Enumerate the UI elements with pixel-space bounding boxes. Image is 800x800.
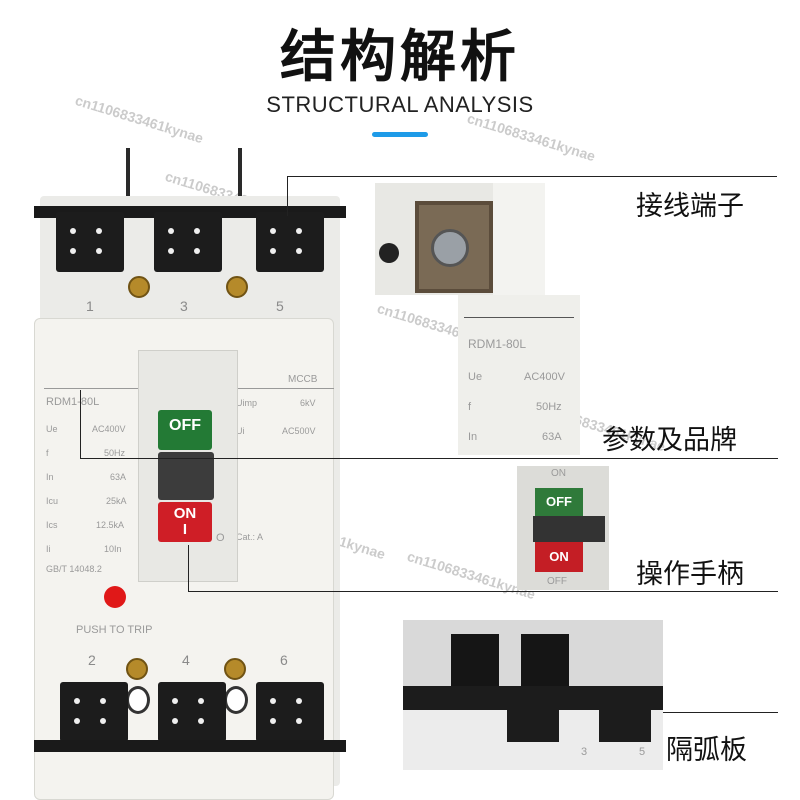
terminal-number: 5 xyxy=(276,298,284,314)
bottom-terminal-4 xyxy=(158,682,226,742)
top-wire xyxy=(238,148,242,218)
detail-handle-photo: ON OFF ON OFF xyxy=(517,466,609,590)
on-mark: I xyxy=(182,521,188,538)
push-to-trip-label: PUSH TO TRIP xyxy=(76,624,153,636)
callout-line xyxy=(188,545,189,591)
plate-key: f xyxy=(46,448,49,458)
page-subtitle: STRUCTURAL ANALYSIS xyxy=(266,92,534,117)
plate-key: Ue xyxy=(46,424,58,434)
detail-plate-key: Ue xyxy=(468,371,483,383)
page-title: 结构解析 xyxy=(280,25,520,90)
callout-line xyxy=(188,591,778,592)
detail-arc-barrier-photo: 3 5 xyxy=(403,620,663,770)
detail-terminal-photo xyxy=(375,183,545,295)
plate-value: 25kA xyxy=(106,496,127,506)
operating-handle[interactable] xyxy=(158,452,214,500)
screw-icon xyxy=(128,276,150,298)
screw-icon xyxy=(126,658,148,680)
plate-standard: GB/T 14048.2 xyxy=(46,564,102,574)
detail-plate-value: AC400V xyxy=(524,371,565,383)
terminal-number: 4 xyxy=(182,652,190,668)
terminal-number: 1 xyxy=(86,298,94,314)
top-terminal-3 xyxy=(154,212,222,272)
plate-value: 12.5kA xyxy=(96,520,125,530)
detail-handle-lever xyxy=(533,516,605,542)
circuit-breaker: 1 3 5 MCCB RDM1-80L Ue AC400V f 50Hz In … xyxy=(30,148,350,800)
plate-value: 63A xyxy=(110,472,127,482)
plate-key: Uimp xyxy=(236,398,258,408)
on-text: ON xyxy=(173,505,197,522)
plate-category: Cat.: A xyxy=(236,532,264,542)
plate-value: 50Hz xyxy=(104,448,126,458)
detail-handle-top: ON xyxy=(551,468,566,479)
terminal-number: 3 xyxy=(180,298,188,314)
watermark: cn1106833461kynae xyxy=(465,110,598,165)
detail-plate-key: In xyxy=(468,431,478,443)
callout-terminals: 接线端子 xyxy=(636,191,744,222)
top-wire xyxy=(126,148,130,218)
plate-key: Ics xyxy=(46,520,58,530)
screw-hole xyxy=(224,686,248,714)
plate-key: In xyxy=(46,472,54,482)
callout-line xyxy=(287,176,777,177)
top-terminal-5 xyxy=(256,212,324,272)
push-to-trip-button[interactable] xyxy=(104,586,126,608)
terminal-number: 2 xyxy=(88,652,96,668)
plate-value: 10In xyxy=(104,544,122,554)
terminal-number: 6 xyxy=(280,652,288,668)
detail-handle-on: ON xyxy=(535,542,583,572)
handle-off-label: OFF xyxy=(158,410,212,450)
plate-value: 6kV xyxy=(300,398,316,408)
screw-icon xyxy=(224,658,246,680)
bottom-terminal-bar xyxy=(34,740,346,752)
accent-bar xyxy=(372,132,428,137)
detail-arc-number: 5 xyxy=(639,746,646,758)
detail-arc-number: 3 xyxy=(581,746,588,758)
screw-icon xyxy=(226,276,248,298)
callout-line xyxy=(80,458,778,459)
callout-line xyxy=(80,390,81,458)
detail-plate-model: RDM1-80L xyxy=(468,337,527,351)
plate-key: Ii xyxy=(46,544,51,554)
plate-value: AC500V xyxy=(282,426,316,436)
top-terminal-1 xyxy=(56,212,124,272)
plate-model: RDM1-80L xyxy=(46,396,100,408)
callout-line xyxy=(287,176,288,216)
plate-key: Icu xyxy=(46,496,59,506)
bottom-terminal-6 xyxy=(256,682,324,742)
detail-handle-off: OFF xyxy=(535,488,583,516)
plate-value: AC400V xyxy=(92,424,126,434)
off-mark: O xyxy=(216,532,225,544)
detail-plate-value: 63A xyxy=(542,431,562,443)
detail-plate-value: 50Hz xyxy=(536,401,562,413)
plate-key: Ui xyxy=(236,426,245,436)
callout-arc-barrier: 隔弧板 xyxy=(666,735,747,766)
plate-brand: MCCB xyxy=(288,374,318,385)
callout-parameters-brand: 参数及品牌 xyxy=(602,425,737,456)
detail-plate-photo: RDM1-80L Ue AC400V f 50Hz In 63A xyxy=(458,295,580,455)
bottom-terminal-2 xyxy=(60,682,128,742)
screw-hole xyxy=(126,686,150,714)
detail-plate-key: f xyxy=(468,401,472,413)
detail-handle-bottom: OFF xyxy=(547,576,567,587)
callout-operating-handle: 操作手柄 xyxy=(636,559,744,590)
